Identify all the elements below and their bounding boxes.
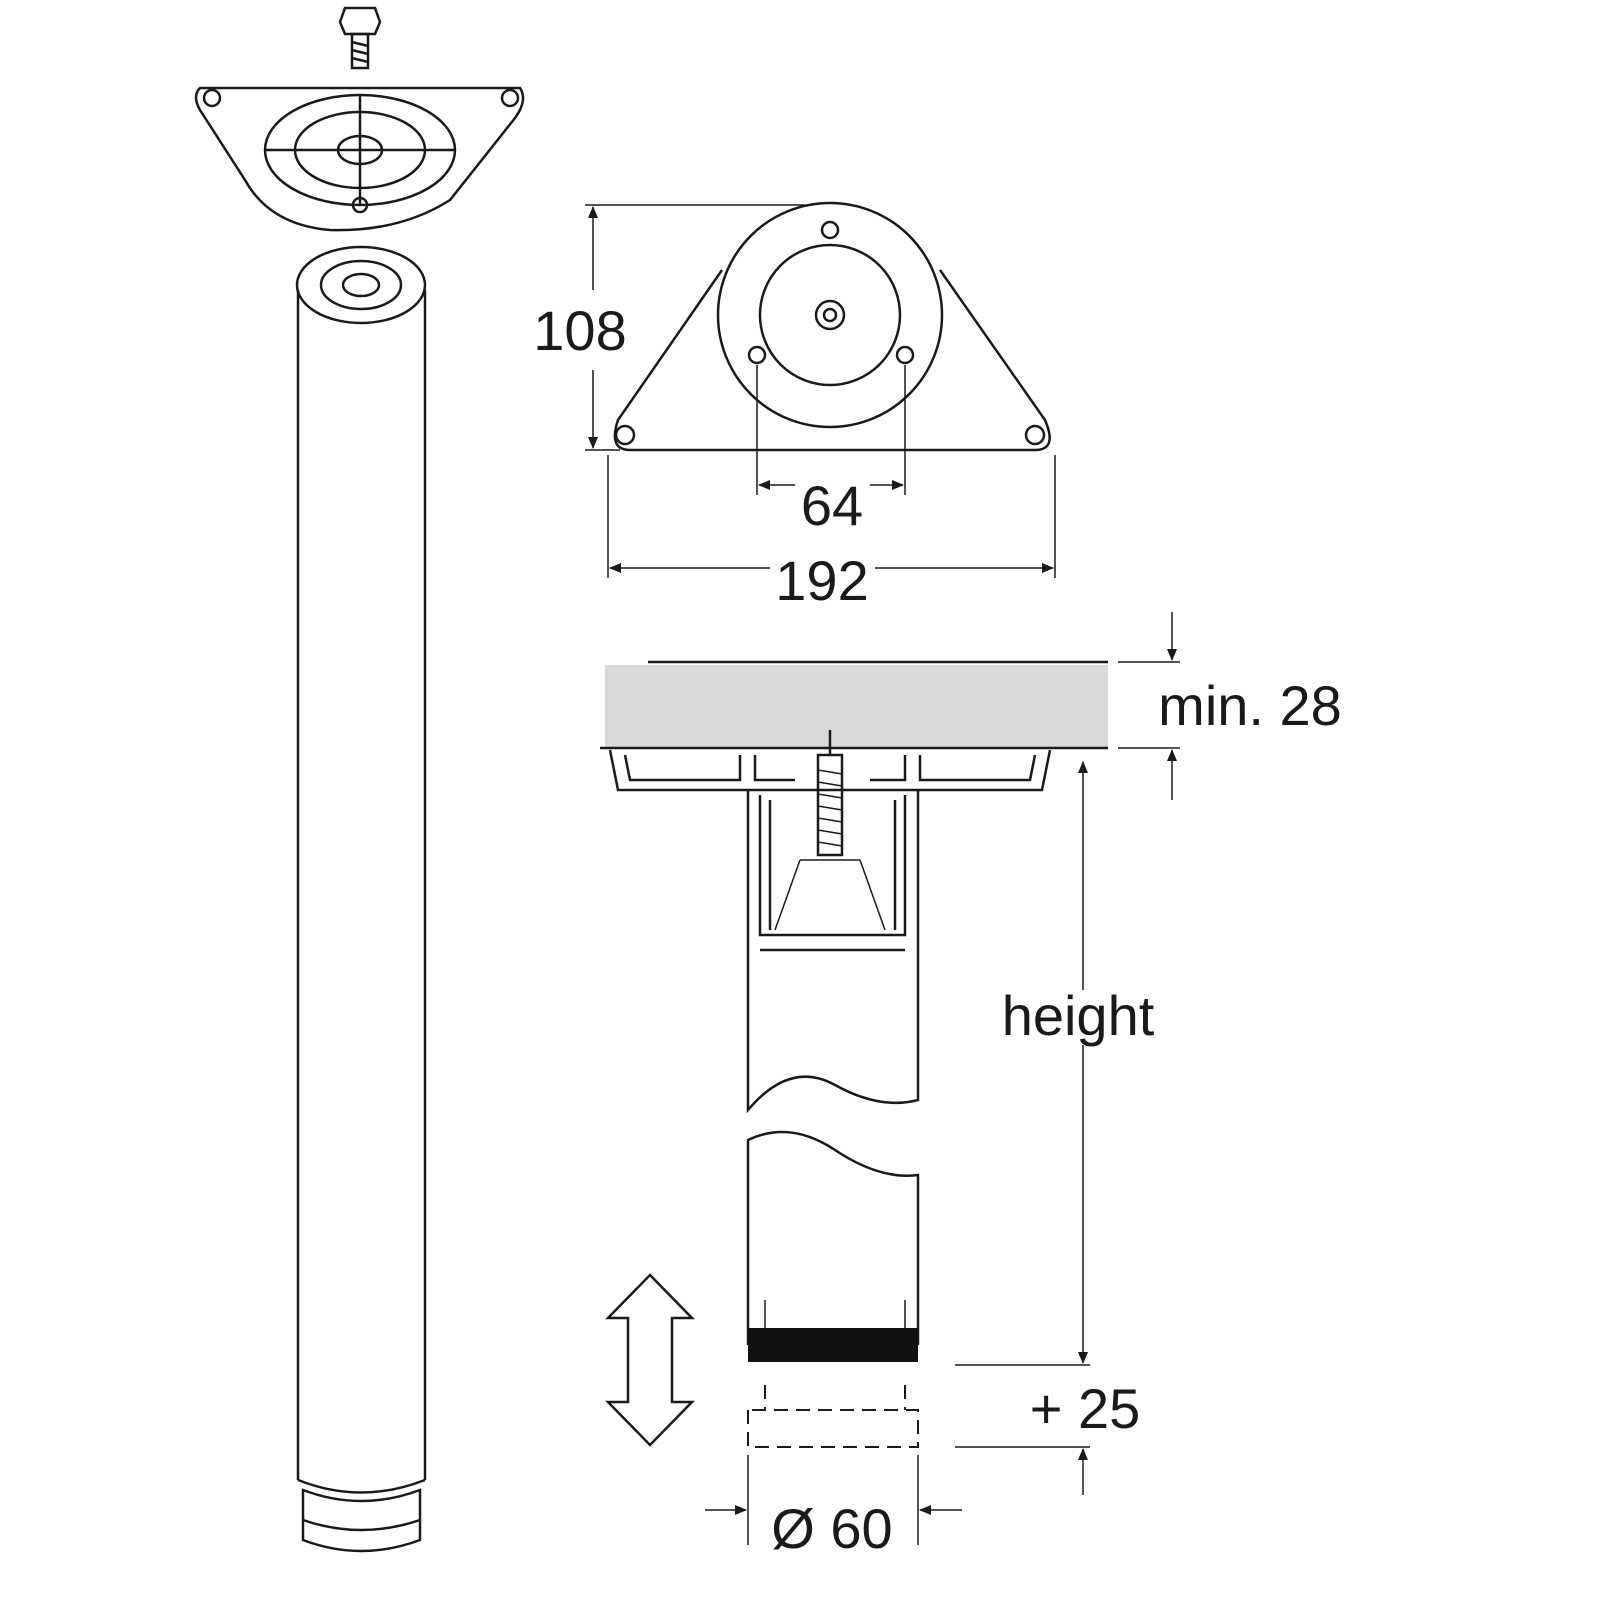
tabletop-section (605, 665, 1108, 748)
dimension-108-label: 108 (533, 299, 626, 362)
leveling-foot (748, 1328, 918, 1362)
leg-side-view (600, 612, 1180, 1545)
leg-perspective-view (194, 6, 525, 1553)
bolt-icon (338, 6, 382, 70)
dimension-diameter-label: Ø 60 (771, 1497, 892, 1560)
screw-hole-icons (614, 220, 1046, 446)
dimension-height-label: height (1002, 984, 1155, 1047)
adjustment-double-arrow-icon (605, 1273, 695, 1447)
dimension-192-label: 192 (775, 549, 868, 612)
dimension-min28-label: min. 28 (1158, 674, 1342, 737)
dimension-plus25-label: + 25 (1030, 1377, 1141, 1440)
leg-tube-perspective (295, 245, 427, 1553)
dimension-64-label: 64 (801, 474, 863, 537)
threaded-bolt (816, 730, 844, 857)
mounting-plate-perspective (194, 86, 525, 232)
mounting-plate-top-view (585, 201, 1056, 578)
